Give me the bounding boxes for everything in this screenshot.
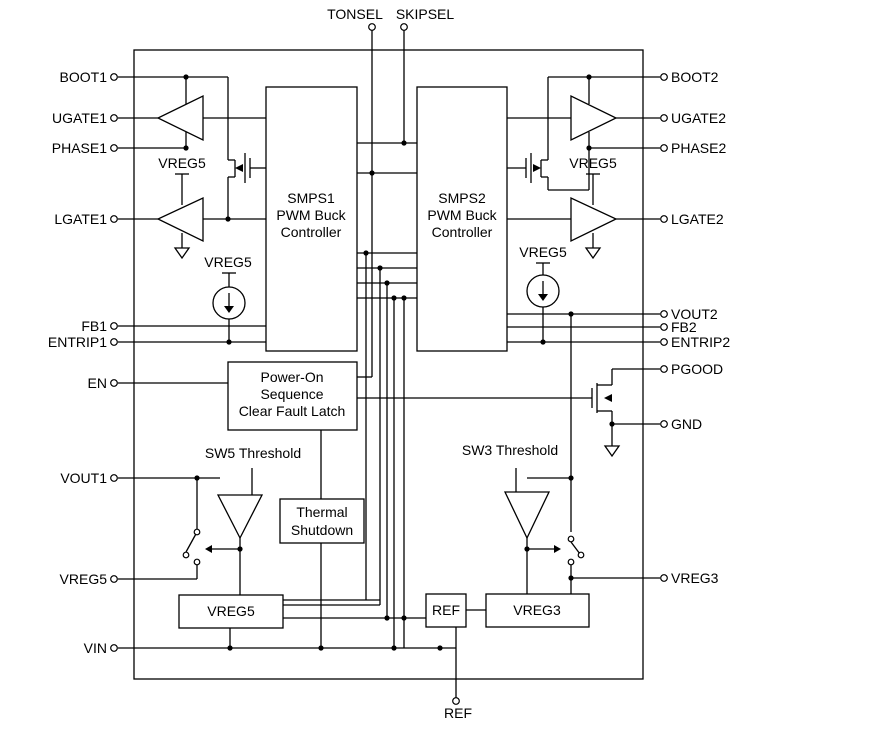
- smps2-line3: Controller: [432, 224, 493, 240]
- pin-entrip1: ENTRIP1: [48, 334, 107, 350]
- current-source2-icon: [526, 274, 560, 308]
- switch-contacts: [182, 528, 585, 566]
- pin-vout2: VOUT2: [671, 306, 718, 322]
- power-on-line1: Power-On: [260, 369, 323, 385]
- pin-ugate1: UGATE1: [52, 110, 107, 126]
- smps2-block: SMPS2 PWM Buck Controller: [416, 86, 508, 352]
- vreg5-driver2-label: VREG5: [569, 155, 617, 171]
- vreg5-block-label: VREG5: [207, 603, 255, 619]
- smps1-line1: SMPS1: [287, 190, 335, 206]
- power-on-block: Power-On Sequence Clear Fault Latch: [227, 361, 358, 431]
- lgate1-driver-icon: [156, 196, 204, 243]
- sw5-threshold-label: SW5 Threshold: [205, 445, 301, 461]
- thermal-line2: Shutdown: [291, 522, 353, 538]
- pgood-mosfet-arrow-icon: [604, 394, 612, 402]
- pin-gnd: GND: [671, 416, 702, 432]
- pin-lgate1: LGATE1: [54, 211, 107, 227]
- sw5-comparator-icon: [216, 494, 264, 540]
- chip-outline: [133, 49, 644, 680]
- vreg3-regulator-block: VREG3: [485, 593, 590, 628]
- current-source1-icon: [212, 286, 246, 320]
- vreg5-source1-label: VREG5: [204, 254, 252, 270]
- vreg5-driver1-label: VREG5: [158, 155, 206, 171]
- power-on-line3: Clear Fault Latch: [239, 403, 346, 419]
- pin-lgate2: LGATE2: [671, 211, 724, 227]
- thermal-line1: Thermal: [296, 504, 347, 520]
- pin-tonsel: TONSEL: [327, 6, 383, 22]
- pin-ref: REF: [444, 705, 472, 721]
- ground-icon-lgate2: [584, 247, 602, 260]
- smps2-line1: SMPS2: [438, 190, 486, 206]
- pin-boot1: BOOT1: [60, 69, 108, 85]
- pin-vreg5: VREG5: [60, 571, 108, 587]
- pin-vout1: VOUT1: [60, 470, 107, 486]
- pin-fb1: FB1: [81, 318, 107, 334]
- right-wiring: [455, 76, 660, 698]
- pin-pgood: PGOOD: [671, 361, 723, 377]
- pin-ugate2: UGATE2: [671, 110, 726, 126]
- pin-skipsel: SKIPSEL: [396, 6, 455, 22]
- sw3-threshold-label: SW3 Threshold: [462, 442, 558, 458]
- sw3-comparator-icon: [503, 491, 551, 540]
- center-bus: [357, 30, 592, 648]
- pin-fb2: FB2: [671, 319, 697, 335]
- vreg3-block-label: VREG3: [513, 602, 561, 618]
- ugate2-driver-icon: [570, 94, 618, 142]
- ref-block-label: REF: [432, 602, 460, 618]
- thermal-shutdown-block: Thermal Shutdown: [279, 498, 365, 544]
- pin-entrip2: ENTRIP2: [671, 334, 730, 350]
- ref-block: REF: [425, 593, 467, 628]
- pin-en: EN: [88, 375, 107, 391]
- ground-icon-pgood: [603, 445, 621, 458]
- ground-icon-lgate1: [173, 247, 191, 260]
- smps1-line3: Controller: [281, 224, 342, 240]
- mosfet1-arrow-icon: [235, 164, 243, 172]
- switch5-arrow-icon: [205, 545, 212, 553]
- power-on-line2: Sequence: [260, 386, 323, 402]
- lgate2-driver-icon: [570, 196, 618, 243]
- switch3-arrow-icon: [554, 545, 561, 553]
- mosfet2-arrow-icon: [533, 164, 541, 172]
- ugate1-driver-icon: [156, 94, 204, 142]
- smps2-line2: PWM Buck: [427, 207, 497, 223]
- junction-dots: [183, 74, 615, 651]
- pin-circles: [110, 23, 668, 705]
- pin-vreg3: VREG3: [671, 570, 719, 586]
- vreg5-regulator-block: VREG5: [178, 594, 284, 629]
- pin-phase1: PHASE1: [52, 140, 107, 156]
- pin-phase2: PHASE2: [671, 140, 726, 156]
- pin-vin: VIN: [84, 640, 107, 656]
- smps1-line2: PWM Buck: [276, 207, 346, 223]
- pin-boot2: BOOT2: [671, 69, 719, 85]
- smps1-block: SMPS1 PWM Buck Controller: [265, 86, 358, 352]
- vreg5-source2-label: VREG5: [519, 244, 567, 260]
